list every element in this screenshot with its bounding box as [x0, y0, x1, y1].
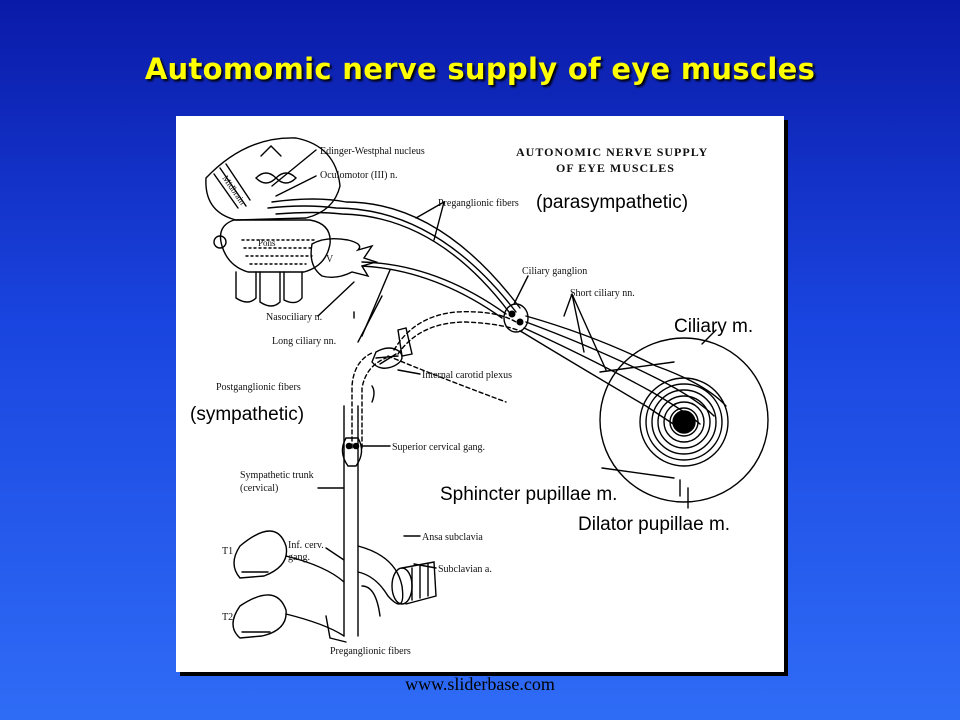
diagram-panel: Midbrain Pons V — [176, 116, 784, 672]
sphincter-pupillae-label: Sphincter pupillae m. — [440, 484, 617, 505]
parasympathetic-label: (parasympathetic) — [536, 192, 688, 213]
t1-label: T1 — [222, 546, 233, 557]
internal-carotid-plexus-drawing — [397, 327, 413, 357]
subclavian-artery-drawing — [401, 561, 437, 605]
t2-segment-drawing — [232, 594, 287, 639]
t1-segment-drawing — [233, 530, 288, 579]
ansa-subclavia-label: Ansa subclavia — [422, 532, 483, 543]
sympathetic-trunk-sublabel: (cervical) — [240, 483, 278, 494]
midbrain-drawing — [205, 137, 341, 221]
superior-cervical-label: Superior cervical gang. — [392, 442, 485, 453]
dilator-pupillae-label: Dilator pupillae m. — [578, 514, 730, 535]
diagram-heading-line2: OF EYE MUSCLES — [556, 161, 675, 175]
superior-cervical-ganglion-drawing — [341, 437, 363, 467]
preganglionic-top-label: Preganglionic fibers — [438, 198, 519, 209]
nasociliary-nerve-path — [361, 261, 507, 315]
ciliary-ganglion-drawing — [503, 303, 529, 333]
ciliary-ganglion-label: Ciliary ganglion — [522, 266, 587, 277]
internal-carotid-plexus-label: Internal carotid plexus — [422, 370, 512, 381]
nerve-supply-diagram: Midbrain Pons V — [190, 137, 769, 657]
short-ciliary-label: Short ciliary nn. — [570, 288, 635, 299]
pons-label: Pons — [258, 238, 276, 248]
pons-drawing — [213, 219, 331, 307]
trigeminal-label: V — [326, 254, 334, 265]
slide-title: Automomic nerve supply of eye muscles — [144, 52, 816, 86]
footer-url: www.sliderbase.com — [405, 674, 555, 694]
edinger-westphal-label: Edinger-Westphal nucleus — [320, 146, 425, 157]
sympathetic-label: (sympathetic) — [190, 404, 304, 425]
diagram-heading-line1: AUTONOMIC NERVE SUPPLY — [516, 145, 708, 159]
nasociliary-label: Nasociliary n. — [266, 312, 322, 323]
trigeminal-ganglion-drawing — [310, 237, 379, 279]
postganglionic-label: Postganglionic fibers — [216, 382, 301, 393]
long-ciliary-label: Long ciliary nn. — [272, 336, 336, 347]
t2-label: T2 — [222, 612, 233, 623]
eye-drawing — [599, 337, 769, 503]
ciliary-muscle-label: Ciliary m. — [674, 316, 753, 337]
sympathetic-trunk-label: Sympathetic trunk — [240, 470, 314, 481]
oculomotor-label: Oculomotor (III) n. — [320, 170, 397, 181]
inf-cerv-label: Inf. cerv. — [288, 540, 324, 551]
inf-cerv-sublabel: gang. — [288, 552, 310, 563]
preganglionic-bottom-label: Preganglionic fibers — [330, 646, 411, 657]
oculomotor-nerve-1 — [267, 205, 517, 313]
subclavian-artery-label: Subclavian a. — [438, 564, 492, 575]
sympathetic-dashed-fibers — [393, 311, 517, 351]
